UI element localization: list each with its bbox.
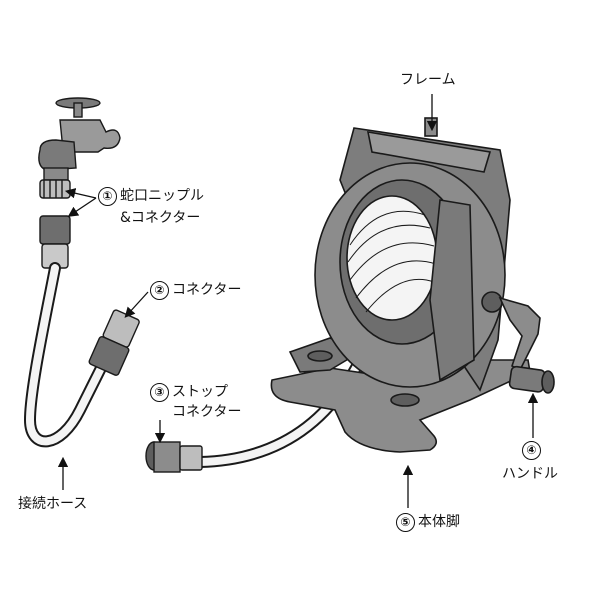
frame-label: フレーム [400,72,456,88]
stop-connector-3 [145,441,203,473]
callout-1-line1: 蛇口ニップル [120,188,204,204]
connector-2 [88,309,140,376]
callout-2-line1: コネクター [172,282,242,298]
connection-hose [23,215,116,448]
callout-1-line2: &コネクター [120,210,201,226]
handle-4 [481,291,555,394]
callout-2-number: ② [150,280,169,300]
callout-4-number: ④ [522,440,541,460]
reel-drum [314,162,506,388]
leader-lines [57,94,539,508]
faucet [38,97,121,199]
callout-3-line1: ストップ [172,384,228,400]
callout-4-label: ハンドル [502,466,558,482]
callout-5-number: ⑤ [396,512,415,532]
callout-3-line2: コネクター [172,404,242,420]
connection-hose-label: 接続ホース [18,496,88,512]
callout-1-number: ① [98,186,117,206]
callout-5-line1: 本体脚 [418,514,460,530]
callout-4: ④ [522,440,544,460]
callout-3-number: ③ [150,382,169,402]
